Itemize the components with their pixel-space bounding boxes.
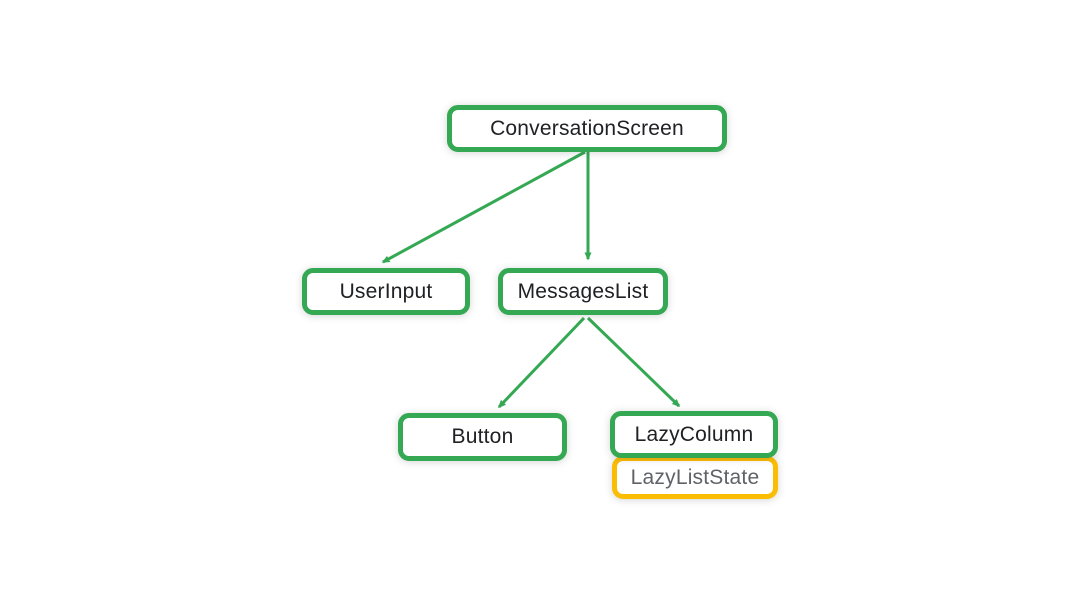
node-button: Button	[398, 413, 567, 461]
node-button-label: Button	[451, 425, 514, 448]
node-conversationscreen-label: ConversationScreen	[490, 116, 684, 140]
edge-messageslist-button	[497, 316, 586, 409]
node-lazycolumn: LazyColumn	[610, 411, 778, 458]
node-conversationscreen: ConversationScreen	[447, 105, 727, 152]
node-lazycolumn-label: LazyColumn	[634, 422, 754, 446]
node-userinput-label: UserInput	[339, 279, 433, 303]
node-lazyliststate-label: LazyListState	[630, 465, 760, 489]
node-lazyliststate: LazyListState	[612, 456, 778, 499]
node-messageslist: MessagesList	[498, 268, 668, 315]
edge-conversationscreen-userinput	[381, 150, 586, 264]
node-userinput: UserInput	[302, 268, 470, 315]
edge-messageslist-lazycolumn	[586, 316, 681, 408]
node-messageslist-label: MessagesList	[517, 279, 649, 303]
